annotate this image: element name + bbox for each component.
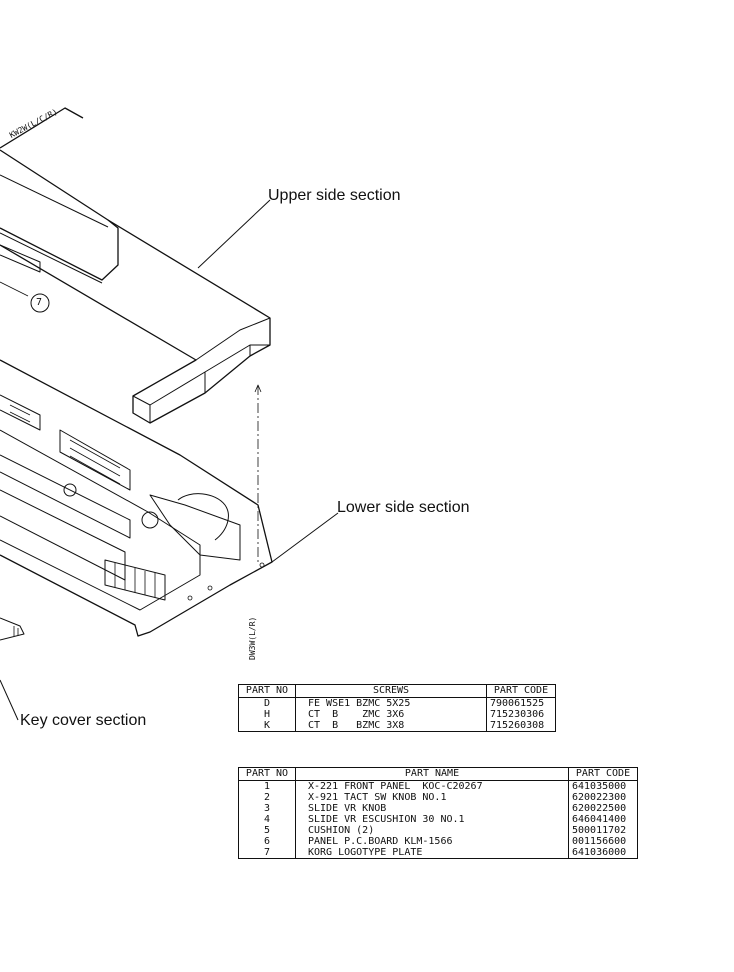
part-code-cell: 646041400 (572, 814, 627, 825)
part-7-number: 7 (36, 297, 43, 308)
part-code-cell: 715230306 (490, 709, 545, 720)
parts-table-header: PART NO PART NAME PART CODE (238, 767, 638, 781)
table-row: 3 SLIDE VR KNOB 620022500 (238, 803, 638, 814)
part-code-cell: 641036000 (572, 847, 627, 858)
part-name-cell: CUSHION (2) (295, 825, 569, 836)
part-name-cell: X-921 TACT SW KNOB NO.1 (295, 792, 569, 803)
screw-name-cell: FE WSE1 BZMC 5X25 (295, 697, 487, 709)
screws-table-header: PART NO SCREWS PART CODE (238, 684, 556, 698)
table-row: 1 X-221 FRONT PANEL KOC-C20267 641035000 (238, 780, 638, 792)
part-no-cell: 6 (238, 836, 296, 847)
part-name-cell: SLIDE VR KNOB (295, 803, 569, 814)
key-cover-section-label: Key cover section (20, 712, 147, 729)
part-no-cell: 4 (238, 814, 296, 825)
upper-side-section-label: Upper side section (268, 187, 401, 204)
lower-side-section-part (0, 359, 273, 637)
part-name-cell: SLIDE VR ESCUSHION 30 NO.1 (295, 814, 569, 825)
part-code-cell: 790061525 (490, 698, 545, 709)
part-no-cell: 7 (238, 847, 296, 859)
part-no-cell: K (238, 720, 296, 732)
part-code-cell: 620022500 (572, 803, 627, 814)
header-part-name: PART NAME (295, 767, 569, 781)
part-code-cell: 500011702 (572, 825, 627, 836)
table-row: 7 KORG LOGOTYPE PLATE 641036000 (238, 847, 638, 859)
part-no-cell: 1 (238, 780, 296, 792)
part-name-cell: X-221 FRONT PANEL KOC-C20267 (295, 780, 569, 792)
upper-side-section-part (0, 107, 271, 424)
table-row: 2 X-921 TACT SW KNOB NO.1 620022300 (238, 792, 638, 803)
part-name-cell: KORG LOGOTYPE PLATE (295, 847, 569, 859)
part-no-cell: 5 (238, 825, 296, 836)
header-screws: SCREWS (295, 684, 487, 698)
screws-table: PART NO SCREWS PART CODE D FE WSE1 BZMC … (238, 684, 556, 732)
part-code-cell: 641035000 (572, 781, 627, 792)
part-name-cell: PANEL P.C.BOARD KLM-1566 (295, 836, 569, 847)
part-no-cell: D (238, 697, 296, 709)
screw-name-cell: CT B ZMC 3X6 (295, 709, 487, 720)
screw-name-cell: CT B BZMC 3X8 (295, 720, 487, 732)
parts-table: PART NO PART NAME PART CODE 1 X-221 FRON… (238, 767, 638, 859)
part-code-cell: 001156600 (572, 836, 627, 847)
part-no-cell: 3 (238, 803, 296, 814)
part-no-cell: H (238, 709, 296, 720)
key-cover-section-part (0, 617, 25, 641)
table-row: 6 PANEL P.C.BOARD KLM-1566 001156600 (238, 836, 638, 847)
header-part-no: PART NO (238, 684, 296, 698)
part-code-cell: 620022300 (572, 792, 627, 803)
d-screw-label: DW3W(L/R) (248, 616, 257, 660)
part-no-cell: 2 (238, 792, 296, 803)
table-row: D FE WSE1 BZMC 5X25 790061525 (238, 697, 556, 709)
table-row: 5 CUSHION (2) 500011702 (238, 825, 638, 836)
header-part-code: PART CODE (486, 684, 556, 698)
lower-side-section-label: Lower side section (337, 499, 470, 516)
header-part-code: PART CODE (568, 767, 638, 781)
header-part-no: PART NO (238, 767, 296, 781)
table-row: K CT B BZMC 3X8 715260308 (238, 720, 556, 732)
part-code-cell: 715260308 (490, 720, 545, 731)
table-row: 4 SLIDE VR ESCUSHION 30 NO.1 646041400 (238, 814, 638, 825)
table-row: H CT B ZMC 3X6 715230306 (238, 709, 556, 720)
part-7-marker (30, 293, 50, 313)
